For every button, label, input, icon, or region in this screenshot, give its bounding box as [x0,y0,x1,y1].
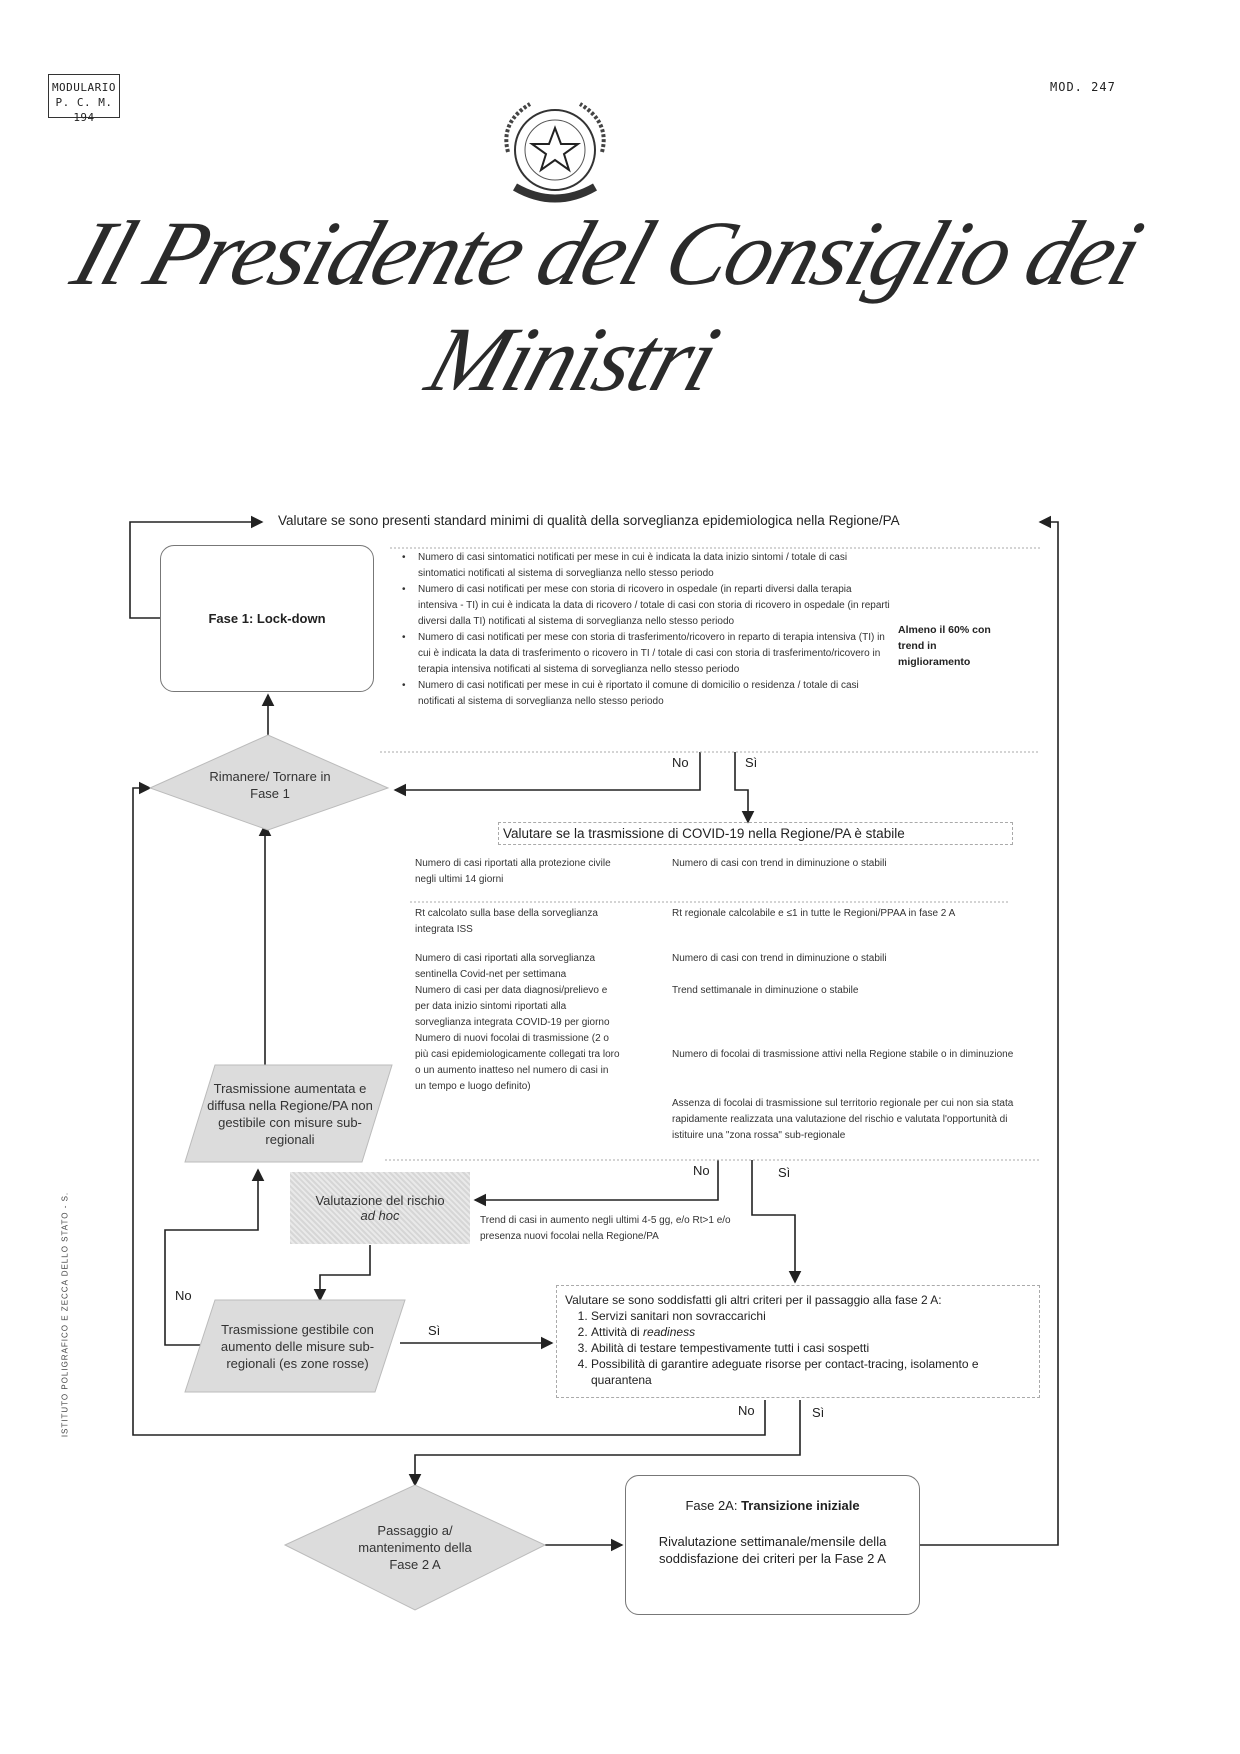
criteria-item: Abilità di testare tempestivamente tutti… [591,1340,1031,1356]
phase2a-title-bold: Transizione iniziale [741,1498,860,1513]
step2-threshold: Numero di focolai di trasmissione attivi… [672,1049,1014,1060]
step2-indicator: Numero di casi per data diagnosi/preliev… [415,985,610,1028]
step2-threshold: Assenza di focolai di trasmissione sul t… [672,1098,1014,1141]
step2-indicator: Numero di nuovi focolai di trasmissione … [415,1033,620,1092]
phase2a-title: Fase 2A: Transizione iniziale [626,1498,919,1513]
republic-emblem-icon [504,102,606,203]
modulario-line: MODULARIO [51,81,117,94]
phase2a-box: Fase 2A: Transizione iniziale Rivalutazi… [625,1475,920,1615]
no-label: No [672,755,689,770]
phase2a-title-prefix: Fase 2A: [685,1498,742,1513]
mod-number: MOD. 247 [1050,80,1116,94]
criteria-item: Numero di casi notificati per mese in cu… [402,678,890,710]
connector-si-step3 [408,1400,801,1487]
connector-si-step1 [734,752,755,824]
step3-criteria-box: Valutare se sono soddisfatti gli altri c… [556,1285,1040,1398]
connector-no-step3 [132,781,766,1436]
connector-right-return [920,515,1059,1546]
no-label: No [175,1288,192,1303]
step2-indicator: Rt calcolato sulla base della sorveglian… [415,908,598,935]
transmission-manageable-parallelogram: Trasmissione gestibile con aumento delle… [220,1321,375,1371]
no-label: No [738,1403,755,1418]
connector-risk-to-manageable [313,1245,371,1302]
step2-threshold: Numero di casi con trend in diminuzione … [672,858,887,869]
connector-si-step2 [751,1160,802,1284]
criteria-item: Servizi sanitari non sovraccarichi [591,1308,1031,1324]
step2-indicator: Numero di casi riportati alla sorveglian… [415,953,596,980]
phase2a-body: Rivalutazione settimanale/mensile della … [658,1534,887,1566]
criteria-italic: readiness [643,1325,696,1339]
si-label: Sì [778,1165,791,1180]
transmission-increased-parallelogram: Trasmissione aumentata e diffusa nella R… [207,1081,373,1147]
connector-no-step1 [393,752,701,797]
risk-trigger-note: Trend di casi in aumento negli ultimi 4-… [480,1215,731,1242]
phase1-label: Fase 1: Lock-down [208,611,326,626]
modulario-line: P. C. M. 194 [55,96,113,124]
criteria-text: Attività di [591,1325,644,1339]
step1-criteria: Numero di casi sintomatici notificati pe… [400,550,890,710]
criteria-item: Numero di casi notificati per mese con s… [402,630,890,678]
si-label: Sì [428,1323,441,1338]
criteria-item: Possibilità di garantire adeguate risors… [591,1356,1031,1388]
risk-evaluation-label: Valutazione del rischio [315,1193,445,1208]
manageable-parallelogram-shape [184,1299,406,1393]
remain-phase1-diamond: Rimanere/ Tornare in Fase 1 [209,769,331,801]
risk-evaluation-italic: ad hoc [360,1208,400,1223]
step2-threshold: Numero di casi con trend in diminuzione … [672,953,887,964]
phase2a-diamond-shape [283,1484,547,1611]
criteria-item: Numero di casi notificati per mese con s… [402,582,890,630]
step2-threshold: Rt regionale calcolabile e ≤1 in tutte l… [672,908,956,919]
no-label: No [693,1163,710,1178]
si-label: Sì [812,1405,825,1420]
si-label: Sì [745,755,758,770]
step1-threshold: Almeno il 60% con trend in miglioramento [898,624,991,668]
step1-question: Valutare se sono presenti standard minim… [278,513,900,528]
criteria-item: Numero di casi sintomatici notificati pe… [402,550,890,582]
connector-no-step2 [473,1160,719,1207]
phase2a-diamond: Passaggio a/ mantenimento della Fase 2 A [358,1523,472,1572]
phase1-box: Fase 1: Lock-down [160,545,374,692]
step3-question: Valutare se sono soddisfatti gli altri c… [565,1293,942,1307]
step2-threshold: Trend settimanale in diminuzione o stabi… [672,985,859,996]
modulario-stamp: MODULARIO P. C. M. 194 [48,74,120,124]
step2-question: Valutare se la trasmissione di COVID-19 … [498,822,1013,845]
connector-manageable-no [164,1168,265,1346]
criteria-item: Attività di readiness [591,1324,1031,1340]
increased-parallelogram-shape [184,1064,393,1163]
connector-loop-top [129,515,264,619]
remain-diamond-shape [148,734,390,831]
risk-evaluation-box: Valutazione del rischio ad hoc [290,1172,470,1244]
step2-indicator: Numero di casi riportati alla protezione… [415,858,611,885]
